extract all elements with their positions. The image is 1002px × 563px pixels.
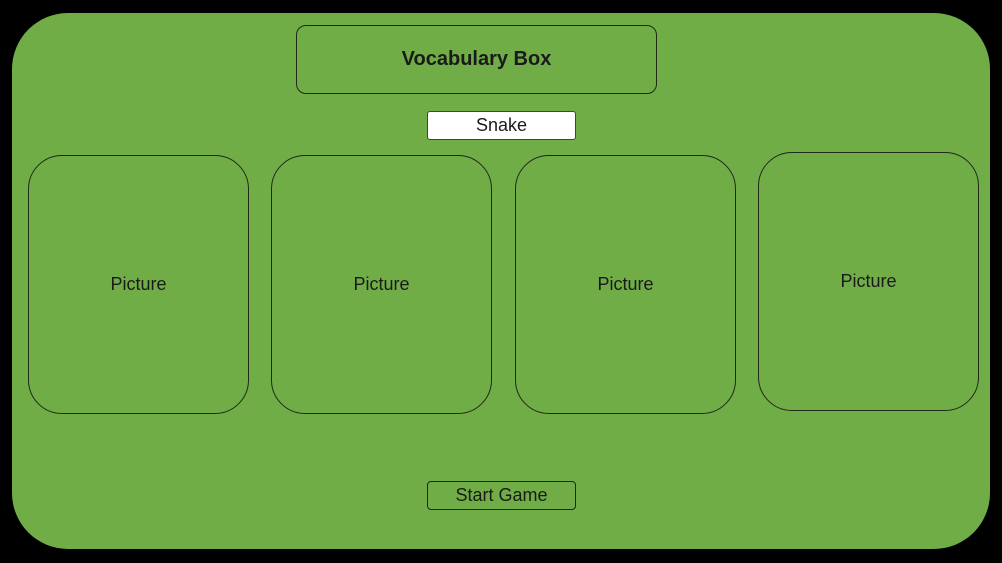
picture-card-label: Picture — [110, 274, 167, 294]
target-word-text: Snake — [475, 115, 528, 135]
picture-card-2[interactable]: Picture — [271, 155, 492, 414]
picture-card-1[interactable]: Picture — [28, 155, 249, 414]
picture-card-label: Picture — [597, 274, 654, 294]
picture-card-4[interactable]: Picture — [758, 152, 979, 411]
start-game-button[interactable]: Start Game — [427, 481, 576, 510]
page-title: Vocabulary Box — [296, 25, 657, 94]
start-game-label: Start Game — [455, 485, 548, 505]
picture-card-3[interactable]: Picture — [515, 155, 736, 414]
target-word-box: Snake — [427, 111, 576, 140]
picture-card-label: Picture — [353, 274, 410, 294]
game-panel — [12, 13, 990, 549]
picture-card-label: Picture — [840, 271, 897, 291]
page-title-text: Vocabulary Box — [401, 48, 552, 70]
